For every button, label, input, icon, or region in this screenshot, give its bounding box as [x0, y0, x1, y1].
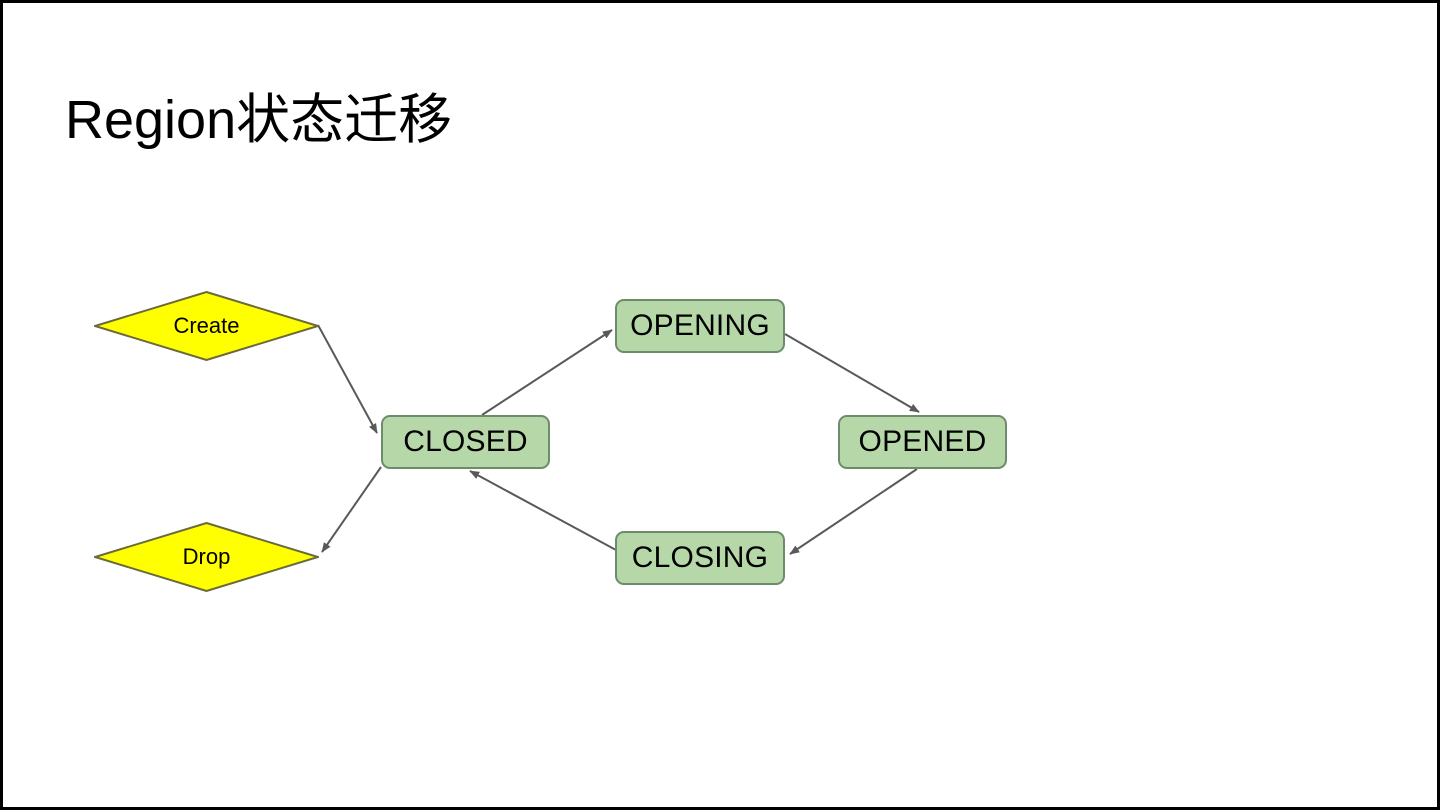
diamond-shape [94, 522, 319, 592]
state-node-opened[interactable]: OPENED [838, 415, 1007, 469]
state-node-label: CLOSED [403, 425, 528, 458]
state-node-closed[interactable]: CLOSED [381, 415, 550, 469]
edge-closed-to-opening [481, 329, 613, 416]
edge-opened-to-closing [789, 468, 918, 555]
state-transition-diagram: Create Drop CLOSED OPENING OPENED CLOSIN… [3, 3, 1437, 807]
edge-closed-to-drop [321, 466, 382, 553]
state-node-label: OPENED [858, 425, 987, 458]
decision-node-label: Create [173, 313, 240, 338]
state-node-closing[interactable]: CLOSING [615, 531, 785, 585]
decision-node-label: Drop [182, 544, 231, 569]
edge-opening-to-opened [784, 333, 920, 413]
edge-create-to-closed [317, 324, 378, 434]
edge-layer [317, 324, 920, 555]
edge-closing-to-closed [469, 470, 617, 551]
diamond-shape [94, 291, 319, 361]
page-title: Region状态迁移 [65, 90, 453, 150]
decision-node-create[interactable]: Create [94, 291, 319, 361]
state-node-opening[interactable]: OPENING [615, 299, 785, 353]
decision-node-drop[interactable]: Drop [94, 522, 319, 592]
state-node-label: CLOSING [631, 541, 769, 574]
state-node-label: OPENING [630, 309, 770, 342]
